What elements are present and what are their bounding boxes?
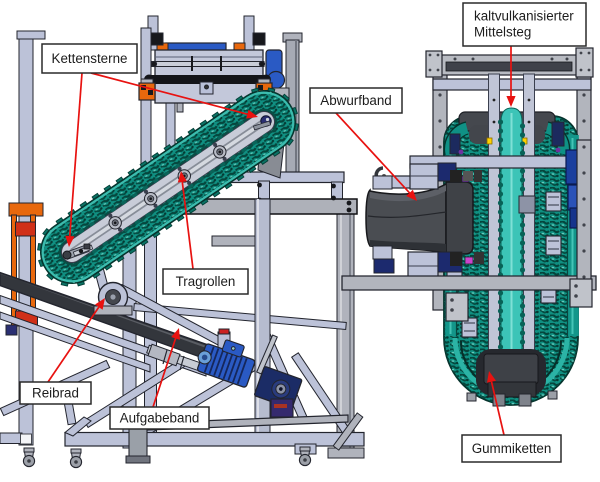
svg-text:Reibrad: Reibrad bbox=[32, 386, 79, 401]
svg-text:Tragrollen: Tragrollen bbox=[176, 274, 236, 289]
svg-text:Mittelsteg: Mittelsteg bbox=[474, 25, 531, 40]
svg-text:Kettensterne: Kettensterne bbox=[52, 51, 128, 66]
svg-text:Gummiketten: Gummiketten bbox=[472, 441, 552, 456]
svg-text:Abwurfband: Abwurfband bbox=[320, 93, 391, 108]
svg-text:Aufgabeband: Aufgabeband bbox=[120, 411, 200, 426]
svg-text:kaltvulkanisierter: kaltvulkanisierter bbox=[474, 9, 574, 24]
